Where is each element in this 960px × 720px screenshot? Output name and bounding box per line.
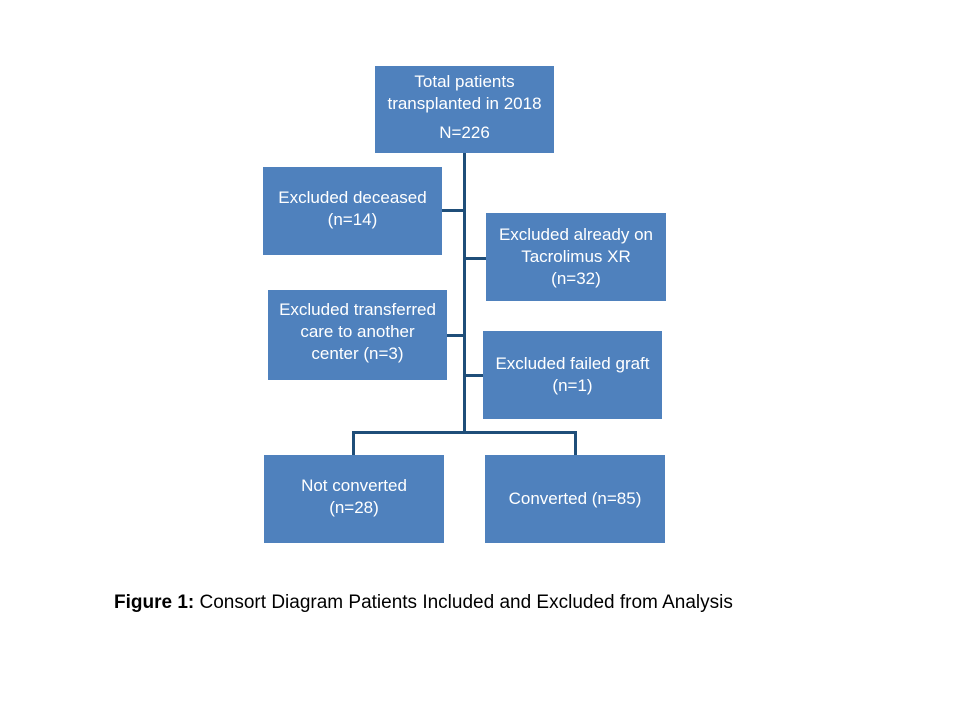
split-horizontal-line [352, 431, 577, 434]
figure-caption: Figure 1: Consort Diagram Patients Inclu… [114, 592, 733, 614]
root-box-total-patients: Total patients transplanted in 2018 N=22… [375, 66, 554, 153]
trunk-line [463, 153, 466, 433]
outcome-box-converted: Converted (n=85) [485, 455, 665, 543]
outcome-box-not-converted: Not converted (n=28) [264, 455, 444, 543]
branch-line-deceased [442, 209, 464, 212]
branch-line-transferred [442, 334, 464, 337]
outcome-text-not-converted: Not converted (n=28) [301, 476, 407, 518]
caption-label: Figure 1: [114, 592, 195, 613]
outcome-text-converted: Converted (n=85) [508, 488, 642, 508]
branch-line-tacrolimus [465, 257, 486, 260]
root-line-3: N=226 [439, 123, 490, 143]
exclusion-text-tacrolimus: Excluded already on Tacrolimus XR (n=32) [498, 224, 654, 289]
exclusion-box-failed-graft: Excluded failed graft (n=1) [483, 331, 662, 419]
exclusion-text-deceased: Excluded deceased (n=14) [278, 188, 427, 230]
exclusion-box-deceased: Excluded deceased (n=14) [263, 167, 442, 255]
exclusion-text-failed-graft: Excluded failed graft (n=1) [495, 353, 650, 395]
exclusion-box-transferred: Excluded transferred care to another cen… [268, 290, 447, 380]
split-line-right [574, 431, 577, 456]
branch-line-failed-graft [465, 374, 484, 377]
root-line-1: Total patients [414, 72, 515, 91]
root-line-2: transplanted in 2018 [387, 94, 542, 114]
caption-text: Consort Diagram Patients Included and Ex… [194, 592, 733, 613]
exclusion-box-tacrolimus: Excluded already on Tacrolimus XR (n=32) [486, 213, 666, 301]
split-line-left [352, 431, 355, 456]
exclusion-text-transferred: Excluded transferred care to another cen… [279, 300, 436, 364]
